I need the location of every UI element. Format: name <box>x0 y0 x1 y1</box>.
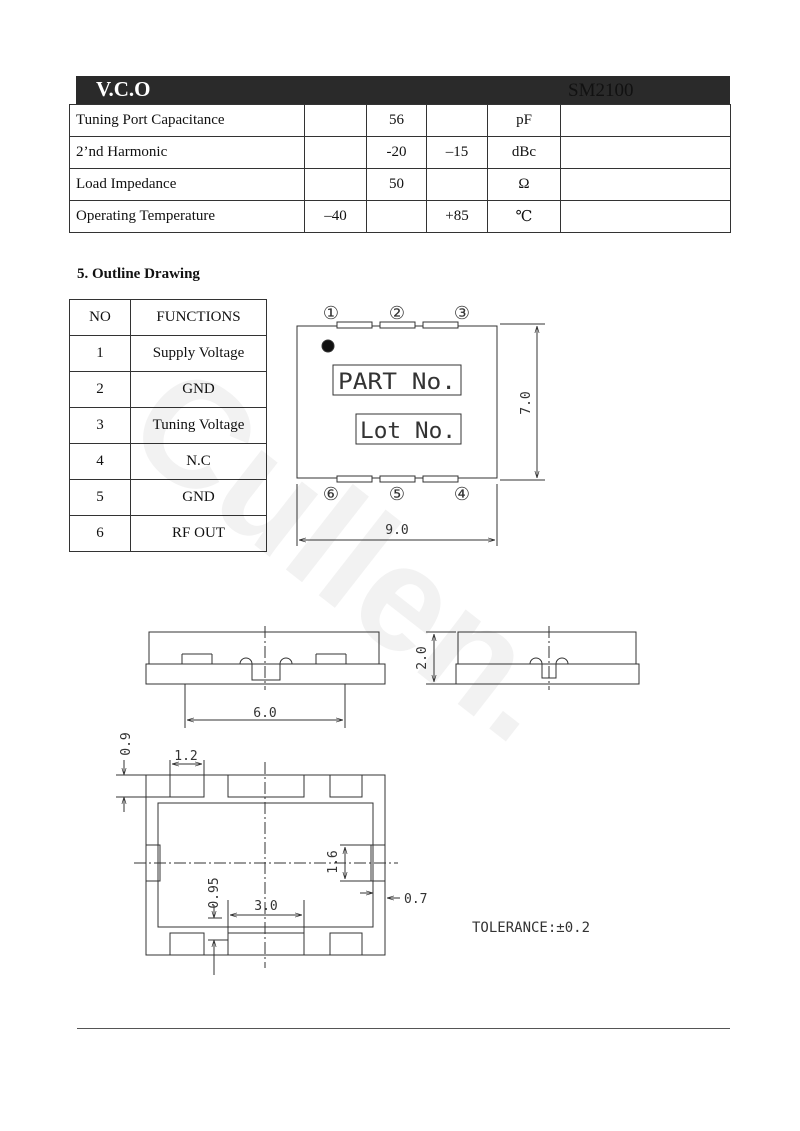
part-no-box <box>332 364 462 396</box>
function-name: GND <box>130 479 267 516</box>
dim-pad-width: 1.2 <box>174 749 197 764</box>
spec-cell-max <box>426 168 488 201</box>
dim-height-7: 7.0 <box>519 391 534 414</box>
spec-cell-max: +85 <box>426 200 488 233</box>
spec-cell-min <box>304 168 367 201</box>
function-no: 6 <box>69 515 131 552</box>
pin-label-1: ① <box>323 303 339 324</box>
pin-label-6: ⑥ <box>323 484 339 505</box>
header-bar: V.C.O SM2100 <box>76 76 730 104</box>
spec-cell-typ <box>366 200 427 233</box>
header-no: NO <box>69 299 131 336</box>
spec-cell-unit: Ω <box>487 168 561 201</box>
dim-pad-span: 6.0 <box>253 706 276 721</box>
spec-cell-param: Tuning Port Capacitance <box>69 104 305 137</box>
dim-0-7: 0.7 <box>404 892 427 907</box>
dim-thickness: 2.0 <box>415 646 430 669</box>
pin-label-3: ③ <box>454 303 470 324</box>
pin1-dot <box>321 339 335 353</box>
doc-title: V.C.O <box>96 77 151 101</box>
pin-label-5: ⑤ <box>389 484 405 505</box>
function-name: GND <box>130 371 267 408</box>
spec-cell-typ: 56 <box>366 104 427 137</box>
spec-cell-unit: ℃ <box>487 200 561 233</box>
spec-cell-min: –40 <box>304 200 367 233</box>
dim-pad-height: 0.9 <box>119 732 134 755</box>
dim-0-95: 0.95 <box>207 877 222 908</box>
spec-cell-max: –15 <box>426 136 488 169</box>
spec-row: Operating Temperature–40 +85℃ <box>69 200 731 233</box>
dim-side-pad: 1.6 <box>326 850 341 873</box>
spec-cell-typ: 50 <box>366 168 427 201</box>
spec-cell-min <box>304 104 367 137</box>
function-name: N.C <box>130 443 267 480</box>
pin-label-2: ② <box>389 303 405 324</box>
part-no-label: PART No. <box>338 370 456 395</box>
function-name: RF OUT <box>130 515 267 552</box>
tolerance-note: TOLERANCE:±0.2 <box>472 920 590 936</box>
section-title: 5. Outline Drawing <box>77 266 200 282</box>
model-number: SM2100 <box>568 80 634 101</box>
spec-cell-min <box>304 136 367 169</box>
dim-3-0: 3.0 <box>254 899 277 914</box>
spec-cell-cond <box>560 104 731 137</box>
spec-cell-cond <box>560 200 731 233</box>
spec-cell-cond <box>560 136 731 169</box>
side-view-right <box>426 626 640 690</box>
lot-no-box <box>355 413 462 445</box>
spec-cell-param: Operating Temperature <box>69 200 305 233</box>
footer-divider <box>77 1028 730 1029</box>
pin-label-4: ④ <box>454 484 470 505</box>
lot-no-label: Lot No. <box>360 419 456 444</box>
bottom-view <box>116 760 400 975</box>
top-view <box>296 321 545 546</box>
dim-width-9: 9.0 <box>385 523 408 538</box>
side-view-front <box>145 626 386 728</box>
function-no: 2 <box>69 371 131 408</box>
